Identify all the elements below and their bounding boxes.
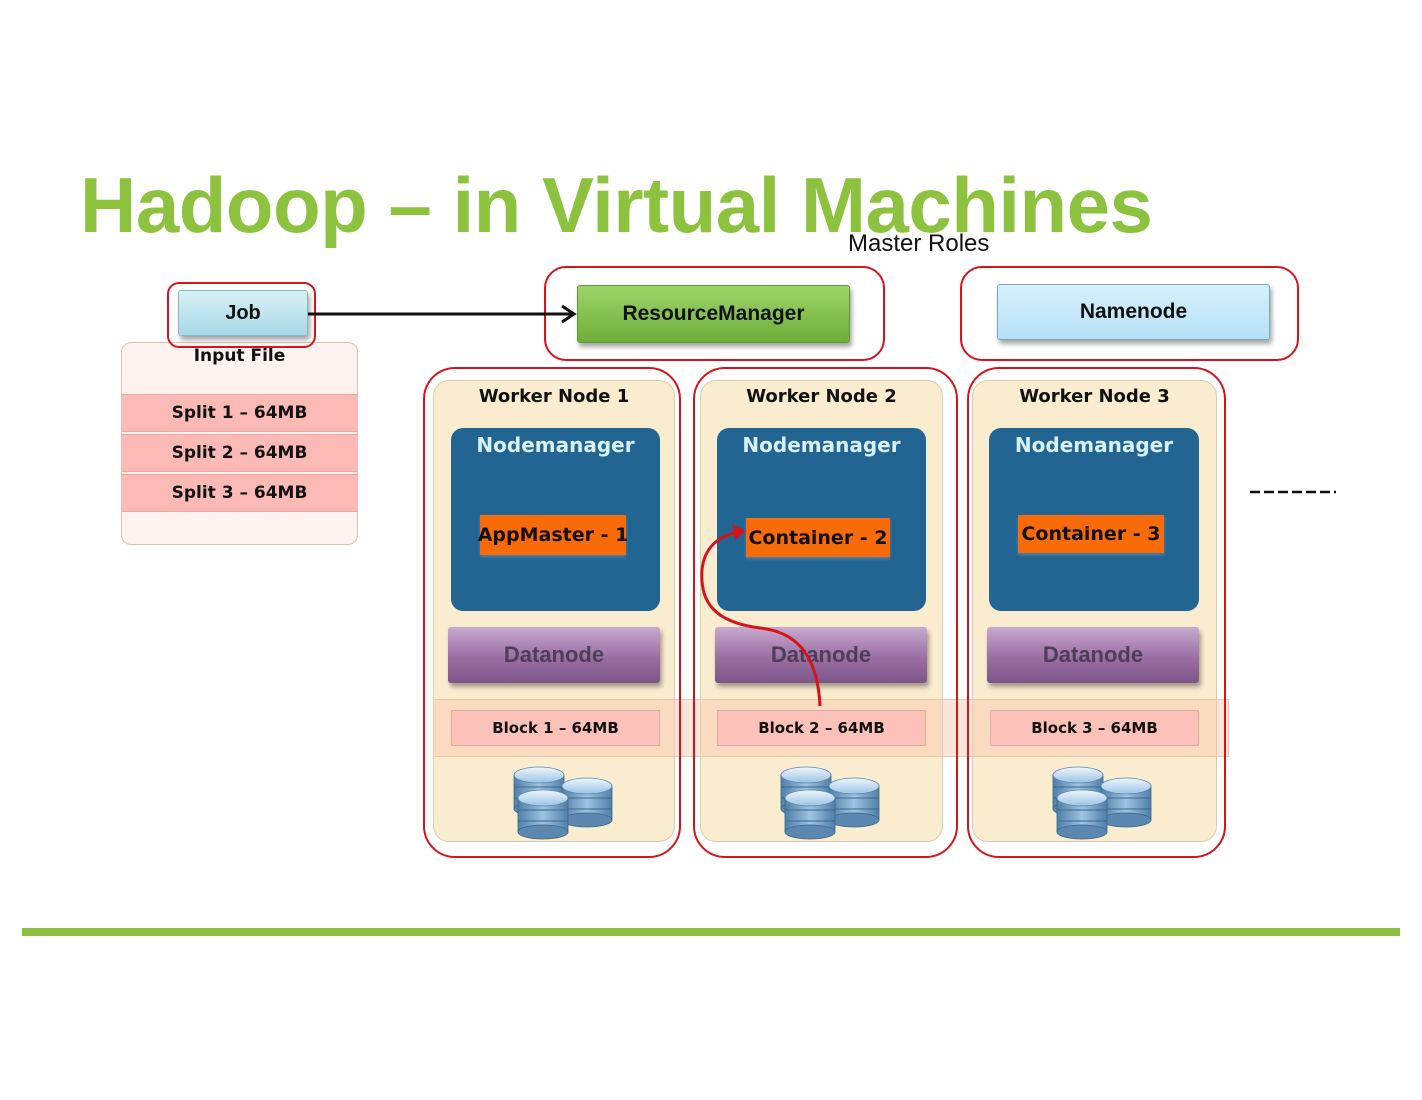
bottom-divider bbox=[22, 928, 1400, 936]
slide-title: Hadoop – in Virtual Machines bbox=[80, 161, 1153, 249]
split-1: Split 1 – 64MB bbox=[121, 394, 358, 432]
storage-icon-2 bbox=[780, 766, 880, 840]
storage-icon-1 bbox=[513, 766, 613, 840]
split-3: Split 3 – 64MB bbox=[121, 474, 358, 512]
block-to-container-arrow bbox=[700, 524, 822, 707]
datanode-3: Datanode bbox=[987, 627, 1199, 683]
resource-manager-box: ResourceManager bbox=[577, 285, 850, 343]
worker-node-1-label: Worker Node 1 bbox=[478, 386, 630, 407]
namenode-box: Namenode bbox=[997, 284, 1270, 340]
container-2: Container - 2 bbox=[746, 518, 890, 557]
worker-node-3-label: Worker Node 3 bbox=[1019, 386, 1170, 407]
input-file-label: Input File bbox=[193, 346, 286, 366]
datanode-1: Datanode bbox=[448, 627, 660, 683]
worker-node-2-highlight bbox=[693, 367, 958, 858]
block-2: Block 2 – 64MB bbox=[717, 710, 926, 746]
nodemanager-1-label: Nodemanager bbox=[476, 433, 635, 457]
appmaster-1: AppMaster - 1 bbox=[478, 515, 628, 555]
job-to-resourcemanager-arrow bbox=[308, 304, 577, 324]
block-1: Block 1 – 64MB bbox=[451, 710, 660, 746]
block-3: Block 3 – 64MB bbox=[990, 710, 1199, 746]
nodemanager-3-label: Nodemanager bbox=[1014, 433, 1174, 457]
storage-icon-3 bbox=[1052, 766, 1152, 840]
container-3: Container - 3 bbox=[1018, 515, 1164, 553]
namenode-highlight bbox=[960, 266, 1299, 361]
split-2: Split 2 – 64MB bbox=[121, 434, 358, 472]
worker-node-3-highlight bbox=[967, 367, 1226, 858]
worker-node-1-highlight bbox=[423, 367, 681, 858]
master-roles-label: Master Roles bbox=[848, 230, 990, 257]
worker-node-2-label: Worker Node 2 bbox=[746, 386, 897, 407]
nodemanager-2-label: Nodemanager bbox=[742, 433, 901, 457]
job-box: Job bbox=[178, 290, 308, 336]
datanode-2: Datanode bbox=[715, 627, 927, 683]
